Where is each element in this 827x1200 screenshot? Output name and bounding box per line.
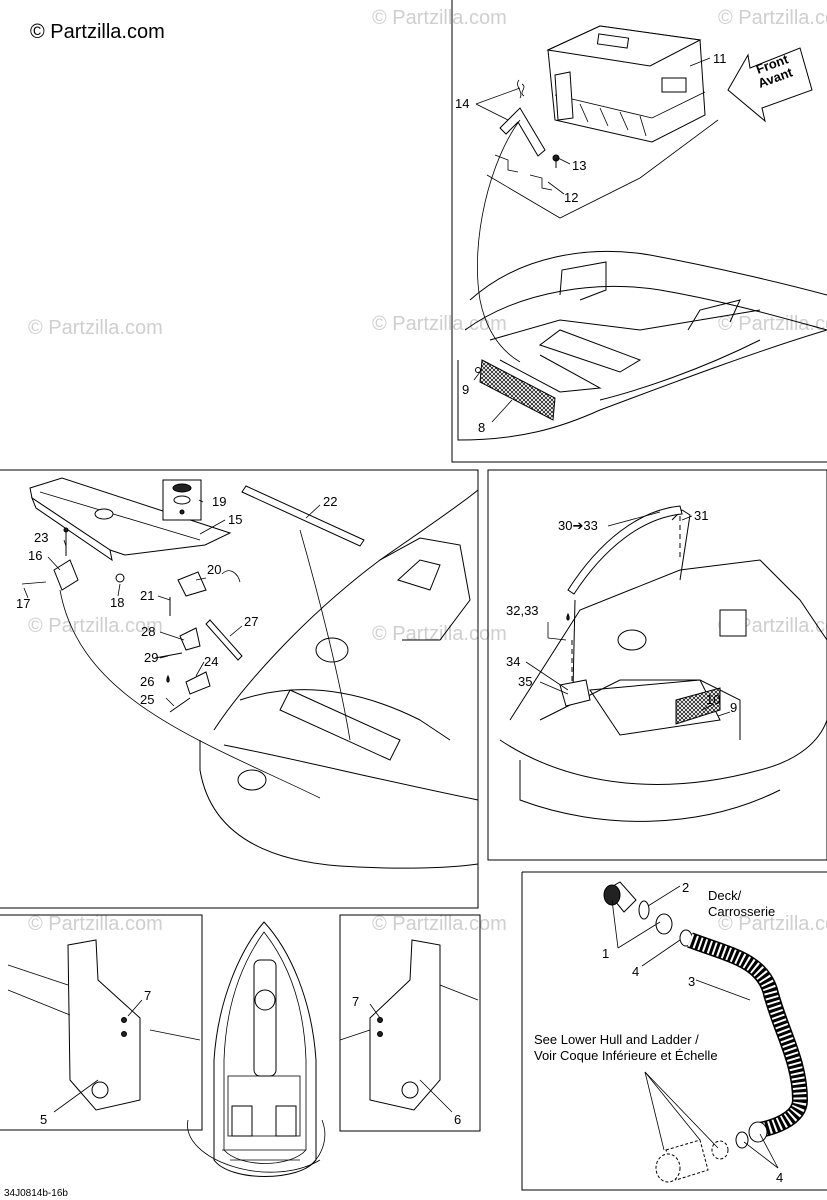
panel-rear-storage	[487, 469, 827, 861]
deck-front-section	[59, 489, 479, 869]
storage-net	[479, 359, 556, 421]
callout: 29	[144, 650, 158, 665]
watermark: © Partzilla.com	[372, 7, 507, 29]
panel-storage-cover	[0, 469, 479, 909]
callout: 3	[688, 974, 695, 989]
callout: 19	[212, 494, 226, 509]
watermarks: © Partzilla.com © Partzilla.com © Partzi…	[28, 7, 827, 935]
panel-cooler: Front Avant	[451, 0, 827, 463]
callout: 18	[110, 595, 124, 610]
drain-hose	[687, 932, 809, 1138]
panel-side-panels	[0, 914, 481, 1177]
watercraft-top-view	[213, 921, 317, 1177]
deck-note-line2: Carrosserie	[708, 904, 775, 919]
front-arrow: Front Avant	[727, 47, 813, 123]
callout: 20	[207, 562, 221, 577]
storage-cover	[29, 477, 232, 562]
brand-label: © Partzilla.com	[30, 21, 165, 43]
callout: 11	[713, 51, 727, 66]
watermark: © Partzilla.com	[372, 913, 507, 935]
hull-note: See Lower Hull and Ladder / Voir Coque I…	[534, 1032, 718, 1063]
cooler	[546, 25, 706, 143]
callout: 12	[564, 190, 578, 205]
watermark: © Partzilla.com	[28, 317, 163, 339]
callout: 35	[518, 674, 532, 689]
callout: 28	[141, 624, 155, 639]
callout: 25	[140, 692, 154, 707]
callout: 17	[16, 596, 30, 611]
deck-note-line1: Deck/	[708, 888, 742, 903]
watermark: © Partzilla.com	[718, 913, 827, 935]
panel-drain-hose	[521, 871, 827, 1191]
callout: 31	[694, 508, 708, 523]
callout: 21	[140, 588, 154, 603]
watermark: © Partzilla.com	[718, 7, 827, 29]
callout: 2	[682, 880, 689, 895]
watermark: © Partzilla.com	[372, 313, 507, 335]
callout: 5	[40, 1112, 47, 1127]
callout: 9	[462, 382, 469, 397]
deck-rear-section	[457, 119, 827, 441]
callout: 9	[730, 700, 737, 715]
drawing-code: 34J0814b-16b	[4, 1188, 68, 1199]
watermark: © Partzilla.com	[28, 913, 163, 935]
callout: 34	[506, 654, 520, 669]
callout: 14	[455, 96, 469, 111]
callout-labels: 11 14 13 12 9 8 19 22 15 23 16 20 21 17 …	[16, 51, 783, 1185]
callout: 10	[706, 692, 720, 707]
callout: 26	[140, 674, 154, 689]
callout: 1	[602, 946, 609, 961]
callout: 23	[34, 530, 48, 545]
watermark: © Partzilla.com	[28, 615, 163, 637]
deck-note: Deck/ Carrosserie	[708, 888, 775, 919]
hull-note-line2: Voir Coque Inférieure et Échelle	[534, 1048, 718, 1063]
callout: 7	[352, 994, 359, 1009]
callout: 7	[144, 988, 151, 1003]
leader-lines	[23, 57, 779, 1169]
callout: 24	[204, 654, 218, 669]
callout: 8	[478, 420, 485, 435]
callout: 16	[28, 548, 42, 563]
watermark: © Partzilla.com	[372, 623, 507, 645]
callout: 22	[323, 494, 337, 509]
callout: 15	[228, 512, 242, 527]
callout: 13	[572, 158, 586, 173]
callout: 32,33	[506, 603, 539, 618]
callout: 4	[776, 1170, 783, 1185]
hull-note-line1: See Lower Hull and Ladder /	[534, 1032, 699, 1047]
callout: 30➔33	[558, 518, 598, 533]
watermark: © Partzilla.com	[718, 313, 827, 335]
callout: 6	[454, 1112, 461, 1127]
callout: 4	[632, 964, 639, 979]
callout: 27	[244, 614, 258, 629]
